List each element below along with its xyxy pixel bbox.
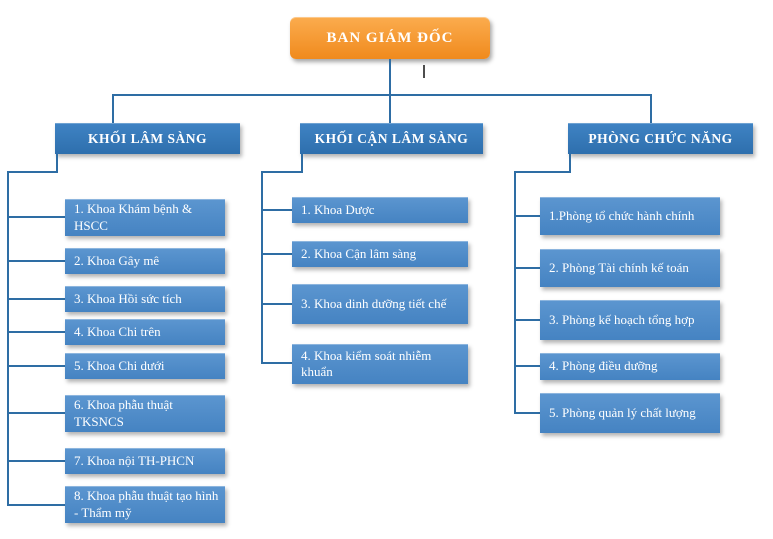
connector-left-stub [7, 216, 65, 218]
org-node: 2. Phòng Tài chính kế toán [540, 249, 720, 287]
connector-left-stub [7, 260, 65, 262]
connector-left-stub [7, 460, 65, 462]
connector-left-stub [7, 365, 65, 367]
org-node: 5. Phòng quản lý chất lượng [540, 393, 720, 433]
connector-right-stub [514, 412, 540, 414]
org-node: 1.Phòng tổ chức hành chính [540, 197, 720, 235]
connector-main-horizontal [112, 94, 652, 96]
stray-cursor-mark [423, 65, 425, 78]
connector-left-stub [7, 331, 65, 333]
connector-root-drop [389, 59, 391, 95]
org-node: 3. Khoa dinh dưỡng tiết chế [292, 284, 468, 324]
connector-left-rail [7, 171, 9, 506]
column-header-phong-chuc-nang: PHÒNG CHỨC NĂNG [568, 123, 753, 154]
org-node: 7. Khoa nội TH-PHCN [65, 448, 225, 474]
connector-left-stub [7, 412, 65, 414]
connector-right-stub [514, 267, 540, 269]
connector-middle-stub [261, 362, 292, 364]
connector-branch-right [650, 94, 652, 124]
connector-right-stub [514, 319, 540, 321]
connector-right-elbow [514, 171, 571, 173]
connector-middle-stub [261, 253, 292, 255]
connector-middle-stub [261, 209, 292, 211]
connector-middle-elbow [261, 171, 303, 173]
org-node: 4. Khoa kiểm soát nhiễm khuẩn [292, 344, 468, 384]
connector-right-stub [514, 365, 540, 367]
org-node: 4. Phòng điều dưỡng [540, 353, 720, 380]
connector-middle-rail [261, 171, 263, 364]
connector-right-drop [569, 154, 571, 172]
connector-left-drop [56, 154, 58, 172]
org-node: 4. Khoa Chi trên [65, 319, 225, 345]
connector-branch-left [112, 94, 114, 124]
connector-right-stub [514, 215, 540, 217]
connector-branch-middle [389, 94, 391, 124]
org-node: 6. Khoa phẫu thuật TKSNCS [65, 395, 225, 432]
org-node: 3. Phòng kế hoạch tổng hợp [540, 300, 720, 340]
connector-middle-stub [261, 303, 292, 305]
connector-left-stub [7, 298, 65, 300]
connector-right-rail [514, 171, 516, 414]
org-node: 1. Khoa Dược [292, 197, 468, 223]
org-node: 3. Khoa Hồi sức tích [65, 286, 225, 312]
org-node: 1. Khoa Khám bệnh & HSCC [65, 199, 225, 236]
org-node: 2. Khoa Cận lâm sàng [292, 241, 468, 267]
org-node: 2. Khoa Gây mê [65, 248, 225, 274]
column-header-can-lam-sang: KHỐI CẬN LÂM SÀNG [300, 123, 483, 154]
org-node: 5. Khoa Chi dưới [65, 353, 225, 379]
column-header-lam-sang: KHỐI LÂM SÀNG [55, 123, 240, 154]
connector-middle-drop [301, 154, 303, 172]
root-node: BAN GIÁM ĐỐC [290, 17, 490, 59]
connector-left-stub [7, 504, 65, 506]
org-node: 8. Khoa phẫu thuật tạo hình - Thẩm mỹ [65, 486, 225, 523]
connector-left-elbow [7, 171, 58, 173]
